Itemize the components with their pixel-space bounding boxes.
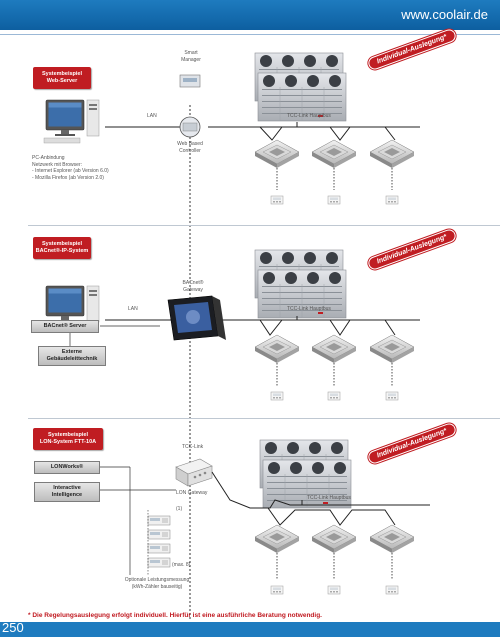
bacnet-server-label: BACnet® Server (31, 320, 99, 333)
section-title-line1: Systembeispiel (41, 70, 83, 77)
smart-manager-label: Smart Manager (181, 50, 201, 63)
section-title-line2: BACnet®-IP-System (35, 248, 89, 254)
pc-connection-info: PC-Anbindung Netzwerk mit Browser: - Int… (32, 155, 142, 181)
pc-info-line1: PC-Anbindung (32, 155, 65, 161)
remote-2a (270, 391, 284, 401)
gateway-label-line2: Gateway (183, 286, 203, 293)
bus-label-3: TCC-Link Hauptbus (307, 495, 351, 501)
meter-note-line2: (kWh-Zähler bauseitig) (131, 583, 183, 590)
remote-3a (270, 585, 284, 595)
cassette-1b (311, 139, 357, 169)
pc-info-line3: - Internet Explorer (ab Version 6.0) (32, 168, 109, 174)
section-title-lon: Systembeispiel LON-System FTT-10A (33, 428, 103, 450)
cassette-1a (254, 139, 300, 169)
energy-metering-note: Optionale Leistungsmessung (kWh-Zähler b… (112, 577, 202, 590)
remote-1c (385, 195, 399, 205)
remote-2c (385, 391, 399, 401)
kwh-meter-1 (147, 515, 171, 526)
section-divider-2 (28, 418, 500, 419)
interactive-line1: Interactive (53, 485, 81, 492)
remote-3b (327, 585, 341, 595)
website-url[interactable]: www.coolair.de (401, 7, 488, 22)
meter-max-label: (max. 8) (172, 562, 191, 568)
bacnet-gateway-device (167, 295, 226, 341)
lan-label-2: LAN (128, 306, 138, 312)
cassette-1c (369, 139, 415, 169)
page-footer-bar (0, 622, 500, 637)
bus-label-1: TCC-Link Hauptbus (287, 113, 331, 119)
section-divider-1 (28, 225, 500, 226)
section-title-bacnet: Systembeispiel BACnet®-IP-System (33, 237, 91, 259)
meter-first-label: (1) (176, 506, 183, 512)
cassette-3c (369, 524, 415, 554)
lon-gateway-label: LON Gateway (176, 490, 208, 496)
section-title-line1: Systembeispiel (47, 431, 89, 438)
web-controller-label: Web Based Controller (177, 141, 203, 154)
kwh-meter-2 (147, 529, 171, 540)
cassette-2b (311, 334, 357, 364)
section-title-line2: Web-Server (46, 78, 78, 84)
lan-label-1: LAN (147, 113, 157, 119)
section-title-web-server: Systembeispiel Web-Server (33, 67, 91, 89)
lon-gateway-device (175, 458, 213, 487)
external-bms-label: Externe Gebäudeleittechnik (38, 346, 106, 366)
kwh-meter-4 (147, 557, 171, 568)
pc-info-line2: Netzwerk mit Browser: (32, 161, 83, 168)
page-number: 250 (2, 620, 24, 635)
tcc-link-label: TCC-Link (182, 444, 204, 450)
external-line2: Gebäudeleittechnik (46, 356, 98, 362)
lonworks-label: LONWorks® (34, 461, 100, 474)
bus-label-2: TCC-Link Hauptbus (287, 306, 331, 312)
bacnet-gateway-label: BACnet® Gateway (178, 280, 208, 293)
meter-note-line1: Optionale Leistungsmessung (124, 577, 190, 583)
cassette-2c (369, 334, 415, 364)
pc-info-line4: - Mozilla Firefox (ab Version 2.0) (32, 174, 104, 181)
pc-1 (43, 99, 100, 144)
remote-3c (385, 585, 399, 595)
section-title-line1: Systembeispiel (41, 240, 83, 247)
cassette-3b (311, 524, 357, 554)
interactive-line2: Intelligence (51, 492, 83, 498)
kwh-meter-3 (147, 543, 171, 554)
remote-2b (327, 391, 341, 401)
cassette-3a (254, 524, 300, 554)
section-title-line2: LON-System FTT-10A (39, 439, 97, 445)
external-line1: Externe (61, 349, 83, 356)
interactive-intelligence-label: Interactive Intelligence (34, 482, 100, 502)
page-header: www.coolair.de (0, 0, 500, 30)
remote-1a (270, 195, 284, 205)
gateway-label-line1: BACnet® (182, 280, 204, 286)
footnote: * Die Regelungsauslegung erfolgt individ… (28, 612, 322, 619)
remote-1b (327, 195, 341, 205)
cassette-2a (254, 334, 300, 364)
header-rule (0, 34, 500, 35)
